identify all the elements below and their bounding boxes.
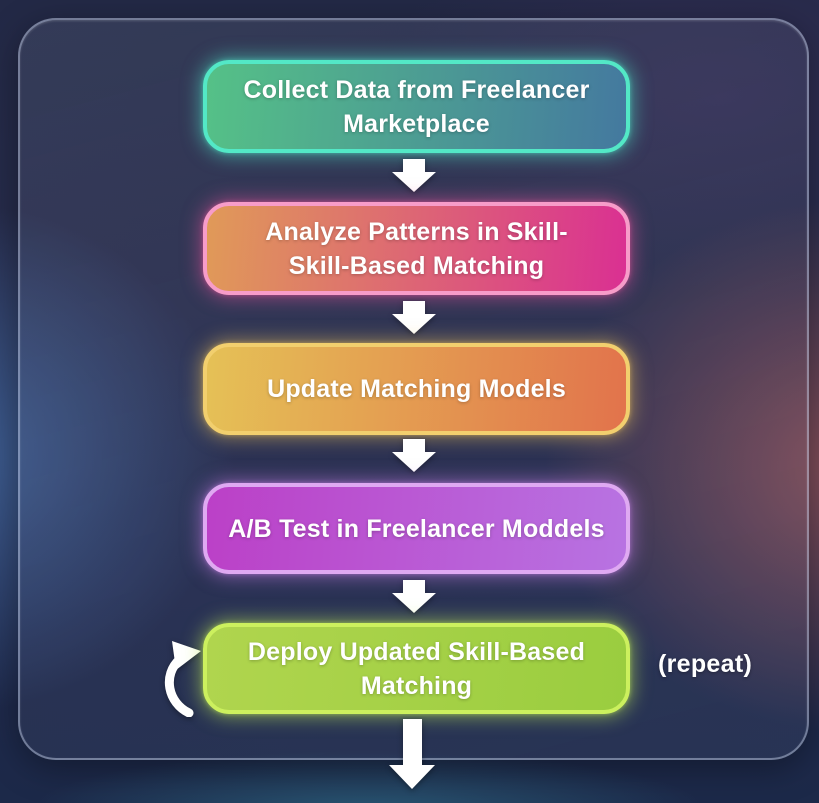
down-arrow-stem xyxy=(403,439,425,452)
step-label-line: Update Matching Models xyxy=(267,375,566,403)
step-deploy-matching: Deploy Updated Skill-Based Matching xyxy=(203,623,630,714)
repeat-label: (repeat) xyxy=(658,650,753,678)
step-label-line: A/B Test in Freelancer Moddels xyxy=(228,514,605,543)
down-arrow-head xyxy=(392,452,436,472)
down-arrow xyxy=(392,580,436,613)
final-down-arrow xyxy=(389,719,435,789)
down-arrow-stem xyxy=(403,301,425,314)
down-arrow xyxy=(392,159,436,192)
step-label-line: Deploy Updated Skill-Based xyxy=(247,637,586,666)
down-arrow-stem xyxy=(403,159,425,172)
step-label-line: Skill-Based Matching xyxy=(288,251,545,280)
down-arrow xyxy=(392,439,436,472)
step-label-line: Matching xyxy=(360,671,473,700)
step-label-line: Collect Data from Freelancer xyxy=(243,75,590,104)
down-arrow xyxy=(392,301,436,334)
step-label-line: Analyze Patterns in Skill- xyxy=(265,217,568,246)
step-ab-test: A/B Test in Freelancer Moddels xyxy=(203,483,630,574)
down-arrow-head xyxy=(392,314,436,334)
step-analyze-patterns: Analyze Patterns in Skill- Skill-Based M… xyxy=(203,202,630,295)
step-label-line: Marketplace xyxy=(343,109,490,138)
down-arrow-head xyxy=(389,765,435,789)
step-collect-data: Collect Data from Freelancer Marketplace xyxy=(203,60,630,153)
down-arrow-head xyxy=(392,172,436,192)
down-arrow-head xyxy=(392,593,436,613)
down-arrow-stem xyxy=(403,580,425,593)
step-update-models: Update Matching Models xyxy=(203,343,630,435)
repeat-loop-arrow-icon xyxy=(164,641,201,717)
down-arrow-stem xyxy=(402,719,422,765)
